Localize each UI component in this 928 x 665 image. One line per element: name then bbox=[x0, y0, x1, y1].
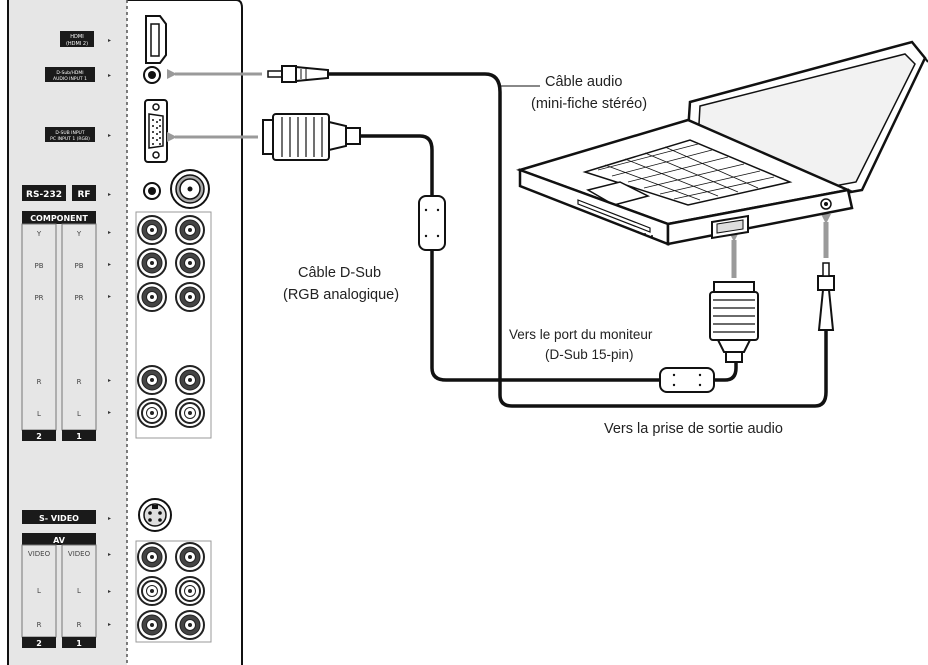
rs232-tag bbox=[22, 185, 66, 201]
rs232-tag-text: RS-232 bbox=[26, 190, 62, 200]
callout-labels: Câble audio (mini-fiche stéréo) Câble D-… bbox=[283, 74, 783, 437]
arrow-marker: ▸ bbox=[108, 552, 111, 558]
arrow-marker: ▸ bbox=[108, 378, 111, 384]
av1-r: R bbox=[77, 621, 82, 629]
comp2-pb: PB bbox=[34, 262, 43, 270]
dsub-cable-label-line1: Câble D-Sub bbox=[298, 265, 381, 281]
av2-l: L bbox=[37, 587, 41, 595]
av-col2-number: 2 bbox=[36, 639, 42, 648]
hdmi-tag-line1: HDMI bbox=[70, 34, 83, 40]
av2-video: VIDEO bbox=[28, 550, 51, 558]
av-tag bbox=[22, 533, 96, 545]
rf-tag bbox=[72, 185, 96, 201]
svideo-port bbox=[138, 498, 172, 532]
dsub-cable-label-line2: (RGB analogique) bbox=[283, 287, 399, 303]
av-col1-number: 1 bbox=[76, 639, 82, 648]
arrow-marker: ▸ bbox=[108, 38, 111, 44]
monitor-port-label-line1: Vers le port du moniteur bbox=[509, 327, 653, 342]
audio-input-tag bbox=[45, 67, 95, 82]
component-col1-number: 1 bbox=[76, 432, 82, 441]
av-jack-frame bbox=[135, 540, 212, 643]
comp2-y: Y bbox=[36, 230, 42, 238]
audio-cable-label-line1: Câble audio bbox=[545, 74, 622, 90]
comp1-y: Y bbox=[76, 230, 82, 238]
audio-cable bbox=[267, 65, 835, 408]
audio-out-label: Vers la prise de sortie audio bbox=[604, 421, 783, 437]
audio-tag-line1: D-Sub/HDMI bbox=[56, 70, 83, 76]
arrow-marker: ▸ bbox=[108, 294, 111, 300]
component-col2-number: 2 bbox=[36, 432, 42, 441]
pc-tag-line2: PC INPUT 1 (RGB) bbox=[50, 136, 90, 142]
arrow-marker: ▸ bbox=[108, 133, 111, 139]
av-tag-text: AV bbox=[53, 536, 66, 545]
pc-tag-line1: D-SUB INPUT bbox=[55, 130, 84, 136]
comp1-l: L bbox=[77, 410, 81, 418]
av2-r: R bbox=[37, 621, 42, 629]
laptop bbox=[516, 40, 928, 246]
av1-video: VIDEO bbox=[68, 550, 91, 558]
arrow-marker: ▸ bbox=[108, 410, 111, 416]
connection-arrows bbox=[167, 69, 831, 278]
component-tag bbox=[22, 211, 96, 224]
vga-port bbox=[144, 99, 168, 163]
av-jacks bbox=[137, 542, 205, 640]
rf-tag-text: RF bbox=[77, 190, 90, 200]
arrow-marker: ▸ bbox=[108, 192, 111, 198]
arrow-marker: ▸ bbox=[108, 230, 111, 236]
arrow-marker: ▸ bbox=[108, 622, 111, 628]
component-jack-frame bbox=[135, 211, 212, 439]
comp1-pr: PR bbox=[74, 294, 83, 302]
comp2-pr: PR bbox=[34, 294, 43, 302]
comp1-r: R bbox=[77, 378, 82, 386]
svideo-tag bbox=[22, 510, 96, 524]
monitor-port-label-line2: (D-Sub 15-pin) bbox=[545, 347, 634, 362]
pc-input-tag bbox=[45, 127, 95, 142]
comp2-r: R bbox=[37, 378, 42, 386]
audio-cable-label-line2: (mini-fiche stéréo) bbox=[531, 96, 647, 112]
comp1-pb: PB bbox=[74, 262, 83, 270]
tv-rear-panel: HDMI (HDMI 2) ▸ D-Sub/HDMI AUDIO INPUT 1… bbox=[7, 0, 243, 665]
hdmi-tag-line2: (HDMI 2) bbox=[66, 41, 88, 47]
hdmi-tag bbox=[60, 31, 94, 47]
av1-l: L bbox=[77, 587, 81, 595]
arrow-marker: ▸ bbox=[108, 73, 111, 79]
arrow-marker: ▸ bbox=[108, 589, 111, 595]
dsub-cable bbox=[262, 113, 759, 393]
audio-tag-line2: AUDIO INPUT 1 bbox=[53, 76, 87, 82]
rf-coax-port bbox=[170, 169, 210, 209]
arrow-marker: ▸ bbox=[108, 262, 111, 268]
arrow-marker: ▸ bbox=[108, 516, 111, 522]
comp2-l: L bbox=[37, 410, 41, 418]
panel-label-strip bbox=[9, 0, 127, 665]
svideo-tag-text: S- VIDEO bbox=[39, 514, 79, 523]
component-tag-text: COMPONENT bbox=[30, 214, 88, 223]
